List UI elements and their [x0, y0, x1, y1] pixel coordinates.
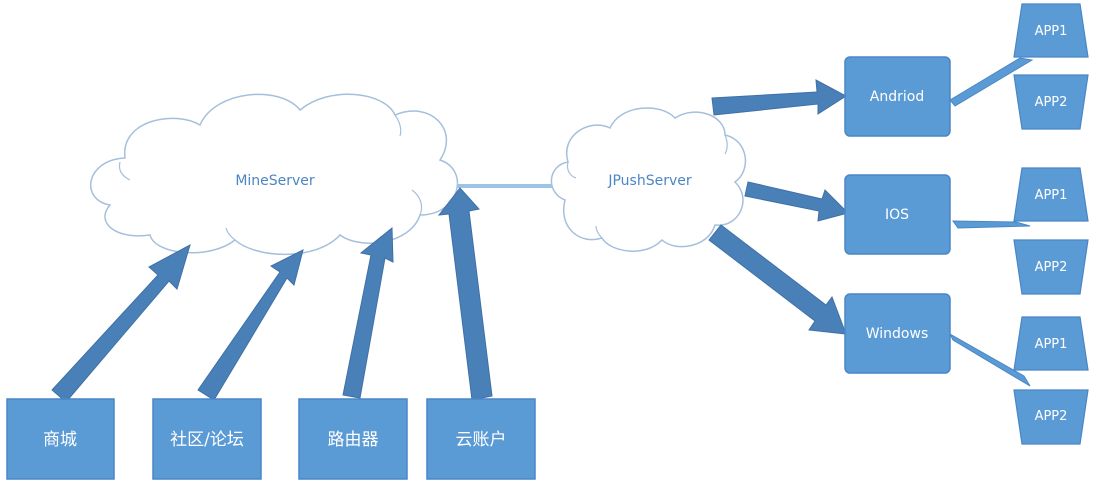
- ios-app1-label: APP1: [1035, 188, 1068, 203]
- ios-app2-shape: [1013, 239, 1089, 295]
- windows-app1-shape: [1013, 316, 1089, 371]
- arrow-shop-to-mineserver: [51, 243, 191, 403]
- platform-box-ios: [844, 174, 951, 255]
- source-label-shop: 商城: [43, 430, 77, 450]
- android-app1-shape: [1013, 3, 1089, 58]
- jpushserver-cloud: JPushServer: [550, 107, 747, 252]
- platform-box-android: [844, 56, 951, 137]
- android-app2-label: APP2: [1035, 95, 1068, 110]
- platform-label-android: Andriod: [870, 89, 924, 105]
- android-app1-label: APP1: [1035, 24, 1068, 39]
- ios-app-connector: [952, 220, 1031, 229]
- ios-app2-label: APP2: [1035, 260, 1068, 275]
- arrow-jpush-to-android: [711, 79, 847, 116]
- arrow-forum-to-mineserver: [197, 249, 304, 401]
- android-app-connector: [949, 57, 1034, 107]
- arrow-cloud-account-to-mineserver: [437, 187, 493, 401]
- windows-app2-label: APP2: [1035, 409, 1068, 424]
- arrow-jpush-to-ios: [744, 181, 849, 222]
- mineserver-label: MineServer: [235, 173, 315, 189]
- windows-app1-label: APP1: [1035, 337, 1068, 352]
- platform-label-windows: Windows: [866, 326, 929, 342]
- ios-app1-shape: [1013, 167, 1089, 222]
- source-box-router: [298, 398, 408, 480]
- arrow-jpush-to-windows: [708, 224, 847, 335]
- jpushserver-label: JPushServer: [607, 173, 692, 189]
- mineserver-cloud: MineServer: [90, 93, 459, 256]
- source-box-forum: [152, 398, 262, 480]
- android-app2-shape: [1013, 74, 1089, 130]
- source-label-cloud-account: 云账户: [456, 430, 507, 450]
- source-box-cloud-account: [426, 398, 536, 480]
- platform-box-windows: [844, 293, 951, 374]
- windows-app2-shape: [1013, 389, 1089, 445]
- arrow-router-to-mineserver: [342, 226, 394, 399]
- windows-app-connector: [948, 332, 1031, 387]
- platform-label-ios: IOS: [885, 207, 909, 223]
- source-label-forum: 社区/论坛: [170, 430, 244, 450]
- source-box-shop: [6, 398, 115, 480]
- source-label-router: 路由器: [328, 430, 379, 450]
